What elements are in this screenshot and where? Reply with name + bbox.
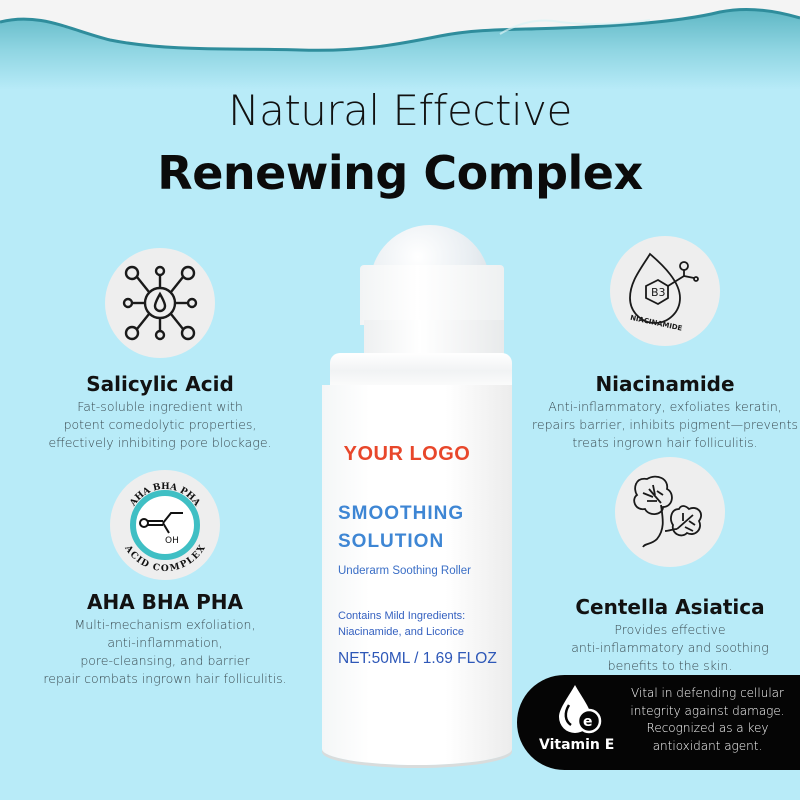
feature-title: Niacinamide xyxy=(595,372,735,396)
bottle-thread xyxy=(330,353,512,389)
svg-text:NIACINAMIDE: NIACINAMIDE xyxy=(629,314,683,333)
product-name-line: SMOOTHING xyxy=(338,503,465,524)
desc-line: Recognized as a key xyxy=(646,721,769,735)
vitamin-e-label: Vitamin E xyxy=(539,737,615,753)
desc-line: Fat-soluble ingredient with xyxy=(77,399,243,414)
feature-description: Provides effective anti-inflammatory and… xyxy=(545,621,795,675)
headline-line1: Natural Effective xyxy=(228,86,572,135)
desc-line: potent comedolytic properties, xyxy=(63,417,257,432)
desc-line: Multi-mechanism exfoliation, xyxy=(74,617,256,632)
desc-line: Provides effective xyxy=(614,622,726,637)
roll-on-bottle: YOUR LOGO SMOOTHING SOLUTION Underarm So… xyxy=(312,225,512,765)
feature-description: Fat-soluble ingredient with potent comed… xyxy=(40,398,280,452)
desc-line: anti-inflammation, xyxy=(107,635,223,650)
desc-line: pore-cleansing, and barrier xyxy=(80,653,250,668)
acid-complex-icon-circle: AHA BHA PHA ACID COMPLEX OH xyxy=(110,470,220,580)
headline-line2: Renewing Complex xyxy=(157,146,643,200)
feature-description: Multi-mechanism exfoliation, anti-inflam… xyxy=(20,616,310,688)
desc-line: integrity against damage. xyxy=(630,703,785,718)
feature-aha-bha-pha: AHA BHA PHA ACID COMPLEX OH AHA BHA PHA … xyxy=(20,470,310,688)
bottle-body xyxy=(322,385,512,765)
feature-title: AHA BHA PHA xyxy=(87,590,243,614)
product-name-line: SOLUTION xyxy=(338,531,445,552)
feature-title: Salicylic Acid xyxy=(86,372,234,396)
acid-complex-badge-icon: AHA BHA PHA ACID COMPLEX OH xyxy=(122,482,208,574)
centella-icon-circle xyxy=(615,457,725,567)
svg-text:OH: OH xyxy=(165,536,179,546)
feature-salicylic-acid: Salicylic Acid Fat-soluble ingredient wi… xyxy=(40,248,280,452)
feature-centella-asiatica: Centella Asiatica Provides effective ant… xyxy=(545,457,795,675)
feature-niacinamide: B3 NIACINAMIDE Niacinamide Anti-inflamma… xyxy=(530,236,800,452)
desc-line: Vital in defending cellular xyxy=(631,686,784,700)
niacinamide-b3-icon: B3 NIACINAMIDE xyxy=(629,252,699,333)
salicylic-icon-circle xyxy=(105,248,215,358)
vitamin-e-callout: e Vitamin E Vital in defending cellular … xyxy=(517,675,800,770)
product-name: SMOOTHING SOLUTION xyxy=(338,500,464,556)
product-ingredients: Contains Mild Ingredients: Niacinamide, … xyxy=(338,608,465,640)
desc-line: benefits to the skin. xyxy=(607,658,733,673)
vitamin-e-description: Vital in defending cellular integrity ag… xyxy=(615,685,800,755)
centella-leaf-icon xyxy=(633,475,702,548)
desc-line: treats ingrown hair folliculitis. xyxy=(572,435,758,450)
desc-line: Anti-inflammatory, exfoliates keratin, xyxy=(548,399,782,414)
feature-description: Anti-inflammatory, exfoliates keratin, r… xyxy=(530,398,800,452)
product-subtitle: Underarm Soothing Roller xyxy=(338,565,471,577)
feature-title: Centella Asiatica xyxy=(575,595,765,619)
net-volume: NET:50ML / 1.69 FLOZ xyxy=(338,650,497,667)
bottle-collar xyxy=(360,265,504,325)
svg-text:e: e xyxy=(583,714,593,730)
ingredients-line: Niacinamide, and Licorice xyxy=(338,626,464,638)
svg-text:B3: B3 xyxy=(651,286,666,299)
desc-line: anti-inflammatory and soothing xyxy=(571,640,769,655)
brand-logo: YOUR LOGO xyxy=(343,443,471,465)
desc-line: repairs barrier, inhibits pigment—preven… xyxy=(532,417,798,432)
ingredients-line: Contains Mild Ingredients: xyxy=(338,610,466,622)
niacinamide-icon-circle: B3 NIACINAMIDE xyxy=(610,236,720,346)
desc-line: effectively inhibiting pore blockage. xyxy=(48,435,272,450)
desc-line: antioxidant agent. xyxy=(652,738,763,753)
desc-line: repair combats ingrown hair folliculitis… xyxy=(43,671,287,686)
water-surface-wave xyxy=(0,8,800,90)
vitamin-e-drop-icon: e xyxy=(559,685,602,734)
molecule-drop-icon xyxy=(122,265,198,341)
